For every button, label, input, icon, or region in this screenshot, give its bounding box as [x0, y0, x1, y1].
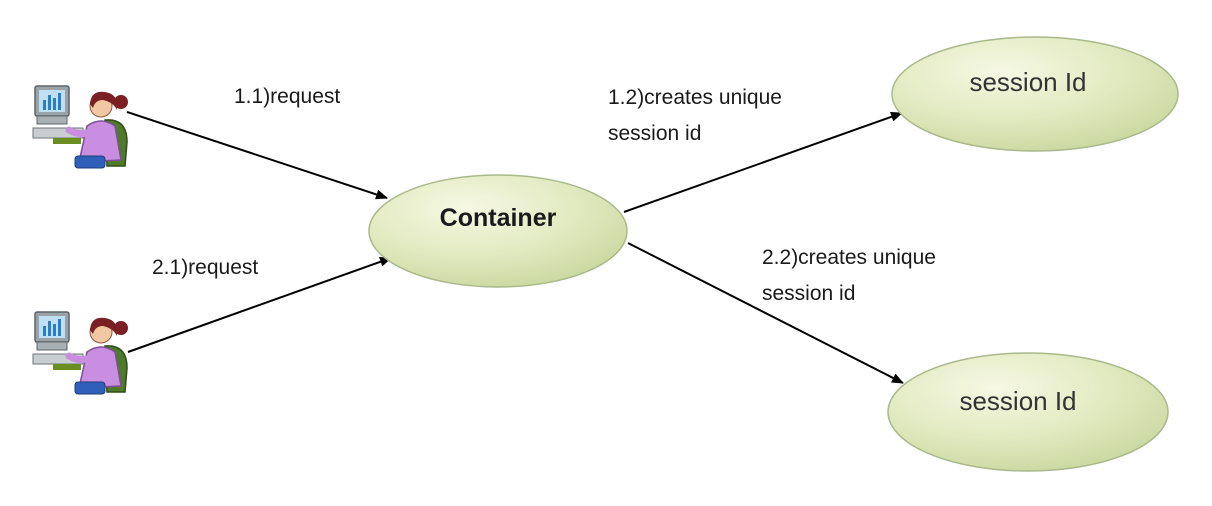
edge-label-1-2-creates-unique-session-id: 1.2)creates unique session id — [608, 86, 782, 145]
edge-label-1-1-request: 1.1)request — [234, 85, 341, 108]
session-id-node-top — [891, 36, 1179, 152]
container-node — [368, 174, 628, 288]
arrow-container-to-session-top — [623, 111, 903, 213]
session-id-label-top: session Id — [969, 67, 1087, 97]
user-at-computer-icon — [33, 86, 128, 168]
arrow-client1-to-container — [126, 111, 388, 200]
session-id-label-bottom: session Id — [959, 386, 1077, 416]
user-at-computer-icon — [33, 312, 128, 394]
edge-label-2-2-creates-unique-session-id: 2.2)creates unique session id — [762, 246, 936, 305]
session-id-node-bottom — [887, 352, 1169, 472]
edge-label-2-1-request: 2.1)request — [152, 256, 259, 279]
arrow-container-to-session-bottom — [627, 242, 904, 384]
container-label: Container — [439, 204, 557, 232]
arrow-client2-to-container — [127, 256, 392, 353]
